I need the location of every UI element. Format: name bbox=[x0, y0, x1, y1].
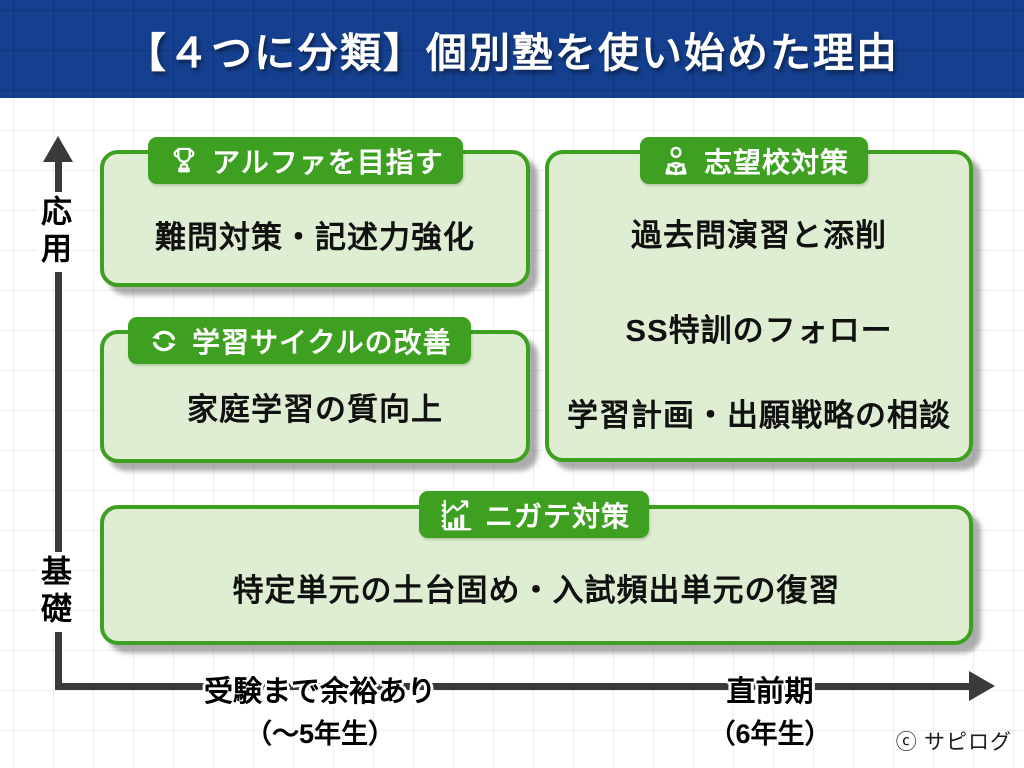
x-axis-label-left: 受験まで余裕あり bbox=[203, 676, 436, 708]
card-school: 過去問演習と添削 SS特訓のフォロー 学習計画・出願戦略の相談 bbox=[545, 150, 973, 462]
reading-person-icon bbox=[659, 144, 693, 178]
x-axis-line bbox=[55, 683, 971, 690]
badge-cycle-label: 学習サイクルの改善 bbox=[192, 326, 452, 358]
card-school-text-3: 学習計画・出願戦略の相談 bbox=[567, 398, 951, 433]
y-axis-arrowhead bbox=[43, 136, 73, 162]
y-axis-label-bottom: 基礎 bbox=[36, 552, 71, 632]
x-axis-label-right: 直前期 bbox=[726, 676, 814, 708]
title-banner: 【４つに分類】個別塾を使い始めた理由 bbox=[0, 0, 1024, 98]
x-axis-arrowhead bbox=[969, 671, 995, 701]
card-school-text-1: 過去問演習と添削 bbox=[631, 218, 887, 253]
chart-icon bbox=[438, 497, 474, 533]
card-weak-text: 特定単元の土台固め・入試頻出単元の復習 bbox=[232, 573, 841, 608]
badge-weak-label: ニガテ対策 bbox=[485, 500, 631, 532]
x-axis-sublabel-right: （6年生） bbox=[708, 719, 832, 749]
badge-weak: ニガテ対策 bbox=[419, 491, 650, 538]
badge-school-label: 志望校対策 bbox=[704, 146, 850, 178]
y-axis-label-top: 応用 bbox=[36, 192, 71, 272]
trophy-icon bbox=[167, 144, 201, 178]
badge-alpha: アルファを目指す bbox=[148, 137, 463, 184]
badge-cycle: 学習サイクルの改善 bbox=[128, 317, 471, 364]
card-alpha-text: 難問対策・記述力強化 bbox=[155, 220, 475, 255]
x-axis-sublabel-left: （～5年生） bbox=[244, 719, 396, 749]
card-cycle-text: 家庭学習の質向上 bbox=[187, 392, 443, 427]
badge-alpha-label: アルファを目指す bbox=[212, 146, 444, 178]
cycle-icon bbox=[147, 324, 181, 358]
page-title: 【４つに分類】個別塾を使い始めた理由 bbox=[125, 30, 899, 76]
y-axis-line bbox=[55, 156, 62, 690]
card-school-text-2: SS特訓のフォロー bbox=[625, 313, 893, 348]
copyright-credit: ⓒ サピログ bbox=[895, 730, 1012, 754]
badge-school: 志望校対策 bbox=[640, 137, 869, 184]
